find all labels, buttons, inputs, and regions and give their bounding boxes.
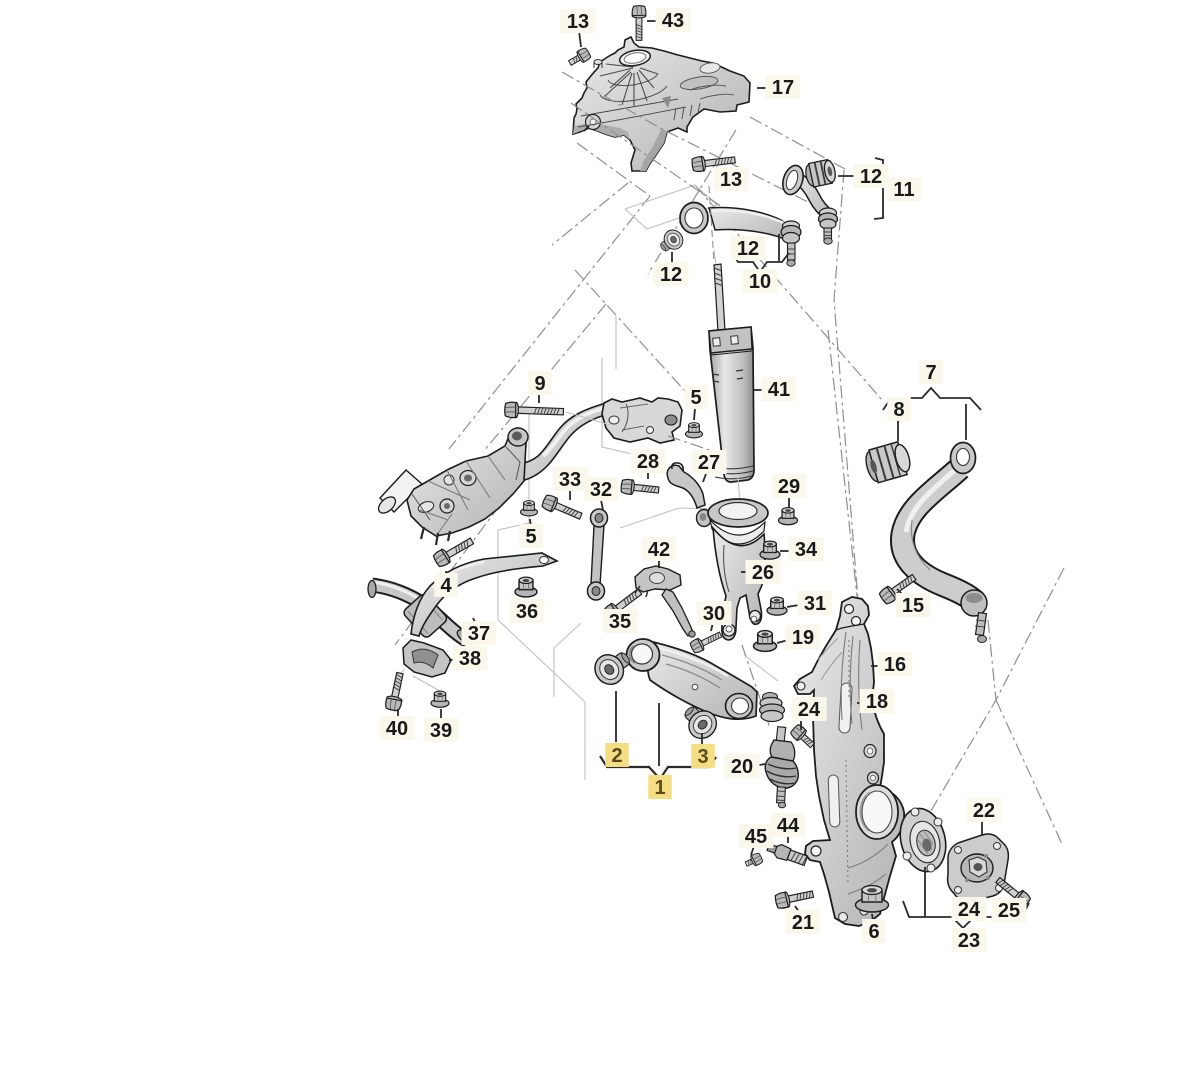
svg-text:29: 29 — [778, 476, 800, 498]
svg-text:24: 24 — [798, 699, 821, 721]
svg-text:9: 9 — [534, 373, 545, 395]
svg-text:10: 10 — [749, 271, 771, 293]
svg-text:12: 12 — [660, 264, 682, 286]
svg-text:35: 35 — [609, 611, 631, 633]
svg-text:43: 43 — [662, 10, 684, 32]
svg-text:39: 39 — [430, 720, 452, 742]
svg-text:16: 16 — [884, 654, 906, 676]
svg-text:28: 28 — [637, 451, 659, 473]
svg-text:6: 6 — [868, 921, 879, 943]
svg-text:19: 19 — [792, 627, 814, 649]
svg-text:40: 40 — [386, 718, 408, 740]
svg-text:41: 41 — [768, 379, 790, 401]
svg-text:20: 20 — [731, 756, 753, 778]
svg-text:13: 13 — [720, 169, 742, 191]
svg-text:33: 33 — [559, 469, 581, 491]
svg-text:21: 21 — [792, 912, 814, 934]
svg-text:34: 34 — [795, 539, 818, 561]
svg-text:12: 12 — [860, 166, 882, 188]
svg-text:25: 25 — [998, 900, 1020, 922]
svg-text:3: 3 — [697, 746, 708, 768]
svg-text:18: 18 — [866, 691, 888, 713]
svg-text:2: 2 — [611, 745, 622, 767]
svg-text:12: 12 — [737, 238, 759, 260]
svg-text:26: 26 — [752, 562, 774, 584]
svg-text:13: 13 — [567, 11, 589, 33]
svg-text:31: 31 — [804, 593, 826, 615]
svg-text:27: 27 — [698, 452, 720, 474]
svg-text:37: 37 — [468, 623, 490, 645]
svg-text:42: 42 — [648, 539, 670, 561]
svg-text:8: 8 — [893, 399, 904, 421]
svg-text:24: 24 — [958, 899, 981, 921]
svg-text:45: 45 — [745, 826, 767, 848]
svg-text:30: 30 — [703, 603, 725, 625]
svg-text:22: 22 — [973, 800, 995, 822]
svg-text:15: 15 — [902, 595, 924, 617]
svg-text:5: 5 — [690, 387, 701, 409]
svg-text:23: 23 — [958, 930, 980, 952]
svg-text:44: 44 — [777, 815, 800, 837]
svg-text:5: 5 — [525, 526, 536, 548]
svg-text:1: 1 — [654, 777, 665, 799]
svg-text:32: 32 — [590, 479, 612, 501]
svg-text:7: 7 — [925, 362, 936, 384]
svg-text:36: 36 — [516, 601, 538, 623]
svg-text:11: 11 — [893, 179, 914, 201]
svg-text:4: 4 — [440, 575, 452, 597]
svg-text:38: 38 — [459, 648, 481, 670]
svg-text:17: 17 — [772, 77, 794, 99]
